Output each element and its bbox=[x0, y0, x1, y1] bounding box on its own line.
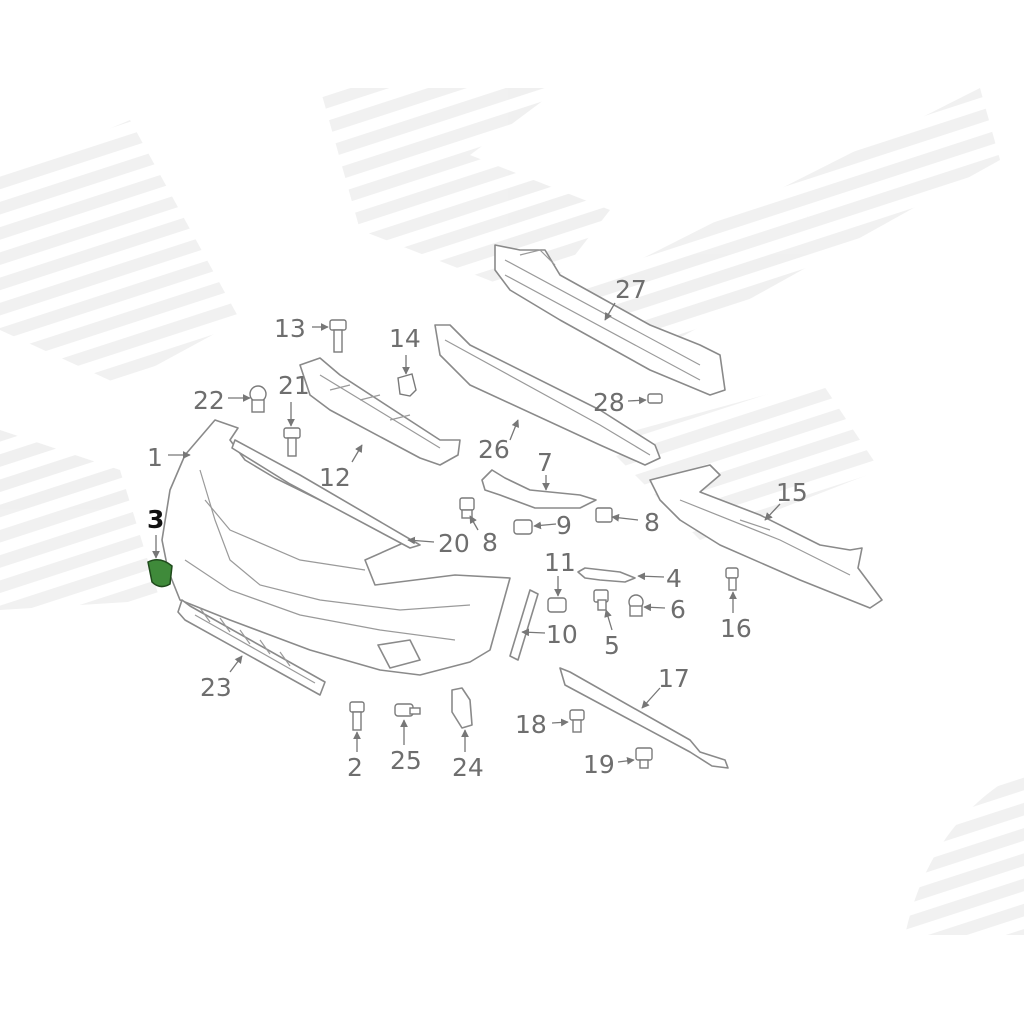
leader-lines bbox=[152, 302, 781, 765]
callout-15: 15 bbox=[776, 478, 808, 507]
bolt-16 bbox=[725, 567, 739, 591]
lower-strip bbox=[559, 667, 729, 769]
callout-14: 14 bbox=[389, 324, 421, 353]
callout-12: 12 bbox=[319, 463, 351, 492]
callout-24: 24 bbox=[452, 753, 484, 782]
bolt-18 bbox=[569, 709, 585, 733]
callout-1: 1 bbox=[147, 443, 163, 472]
callout-18: 18 bbox=[515, 710, 547, 739]
bolt-21 bbox=[283, 427, 301, 457]
callout-16: 16 bbox=[720, 614, 752, 643]
side-absorber bbox=[649, 464, 883, 609]
callout-8b: 8 bbox=[644, 508, 660, 537]
watermark bbox=[0, 88, 1024, 935]
part-3-cover-cap bbox=[147, 559, 173, 588]
bolt-8a bbox=[459, 497, 475, 519]
callout-27: 27 bbox=[615, 275, 647, 304]
center-bracket bbox=[481, 469, 597, 509]
callout-9: 9 bbox=[556, 511, 572, 540]
callout-22: 22 bbox=[193, 386, 225, 415]
bolt-13 bbox=[329, 319, 347, 353]
bolt-2 bbox=[349, 701, 365, 731]
clip-22 bbox=[249, 385, 267, 413]
lower-grille bbox=[177, 599, 326, 696]
callout-4: 4 bbox=[666, 564, 682, 593]
clip-6 bbox=[628, 594, 644, 617]
callout-26: 26 bbox=[478, 435, 510, 464]
callout-21: 21 bbox=[278, 371, 310, 400]
part-24-clip bbox=[451, 687, 473, 729]
part-4-bracket bbox=[577, 567, 636, 583]
callout-19: 19 bbox=[583, 750, 615, 779]
bumper-cover bbox=[161, 419, 511, 676]
nut-11 bbox=[547, 597, 567, 613]
nut-9 bbox=[513, 519, 533, 535]
callout-28: 28 bbox=[593, 388, 625, 417]
callout-2: 2 bbox=[347, 753, 363, 782]
bolt-19 bbox=[635, 747, 653, 769]
bolt-28 bbox=[647, 393, 663, 404]
callout-6: 6 bbox=[670, 595, 686, 624]
bolt-8b bbox=[595, 507, 613, 523]
fasteners bbox=[249, 319, 739, 769]
clip-14 bbox=[397, 373, 417, 397]
side-trim bbox=[509, 589, 539, 661]
callout-7: 7 bbox=[537, 448, 553, 477]
energy-absorber bbox=[434, 324, 661, 466]
bolt-5 bbox=[593, 589, 609, 611]
callout-13: 13 bbox=[274, 314, 306, 343]
callout-8a: 8 bbox=[482, 528, 498, 557]
clip-25 bbox=[394, 703, 421, 717]
callout-10: 10 bbox=[546, 620, 578, 649]
callout-11: 11 bbox=[544, 548, 576, 577]
callout-23: 23 bbox=[200, 673, 232, 702]
callout-3: 3 bbox=[147, 505, 165, 534]
callout-20: 20 bbox=[438, 529, 470, 558]
upper-bracket bbox=[299, 357, 461, 466]
callout-17: 17 bbox=[658, 664, 690, 693]
callout-25: 25 bbox=[390, 746, 422, 775]
callout-5: 5 bbox=[604, 631, 620, 660]
